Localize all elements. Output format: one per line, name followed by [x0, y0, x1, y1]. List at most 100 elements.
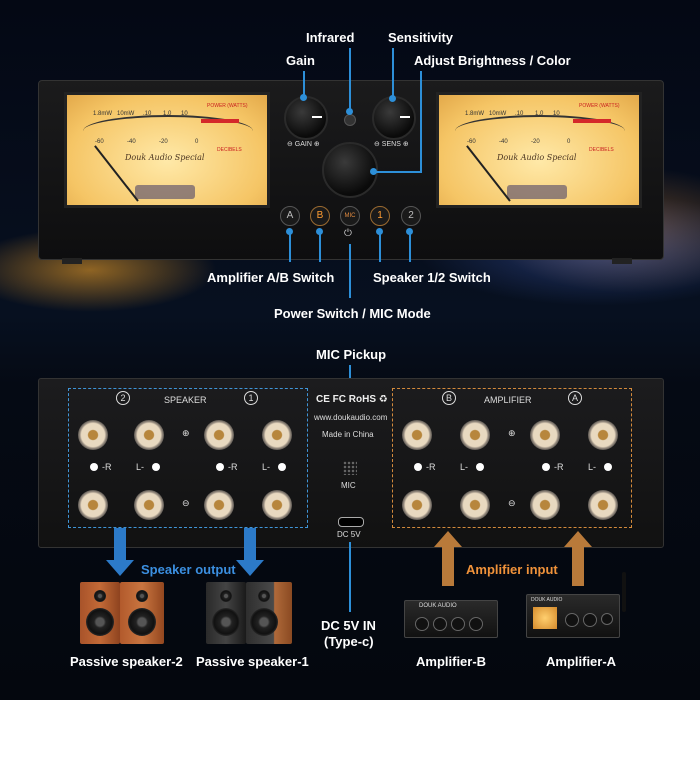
callout-amp-ab-switch: Amplifier A/B Switch: [207, 270, 335, 285]
ampb-r-minus-post[interactable]: [402, 490, 432, 520]
amplifier-a-antenna: [622, 572, 626, 612]
ampa-l-minus-post[interactable]: [588, 490, 618, 520]
ampb-r-dot: [414, 463, 422, 471]
front-foot-right: [612, 258, 632, 264]
label-amplifier-b: Amplifier-B: [416, 654, 487, 669]
amplifier-input-arrow-2-shaft: [572, 546, 584, 586]
callout-gain: Gain: [286, 53, 315, 68]
infrared-sensor: [344, 114, 356, 126]
callout-speaker-output: Speaker output: [141, 562, 236, 577]
callout-line-2: [409, 232, 411, 262]
front-foot-left: [62, 258, 82, 264]
amplifier-input-arrow-1-head: [434, 531, 462, 547]
speaker1-l-minus-post[interactable]: [262, 490, 292, 520]
speaker1-l-plus-post[interactable]: [262, 420, 292, 450]
amplifier-b-device: DOUK AUDIO: [404, 600, 498, 638]
speaker-output-arrow-1-head: [106, 560, 134, 576]
callout-line-sensitivity: [392, 48, 394, 98]
amp-minus-sign: ⊖: [508, 498, 516, 508]
ampa-r-minus-post[interactable]: [530, 490, 560, 520]
meter-scale-arc: [455, 115, 625, 147]
meter-label: .10: [143, 111, 152, 117]
meter-db-title: DECIBELS: [217, 147, 242, 153]
passive-speaker-2-right-tweeter: [136, 590, 148, 602]
callout-amplifier-input: Amplifier input: [466, 562, 558, 577]
ampb-r-plus-post[interactable]: [402, 420, 432, 450]
product-infographic: 1.8mW 10mW .10 1.0 10 POWER (WATTS) -60 …: [0, 0, 700, 700]
sensitivity-knob[interactable]: [372, 96, 416, 140]
amplifier-terminal-group: [392, 388, 632, 528]
amplifier-a-button[interactable]: A: [280, 206, 300, 226]
mic-button[interactable]: MIC: [340, 206, 360, 226]
passive-speaker-1-right-woofer: [250, 608, 278, 636]
dc-label: DC 5V: [337, 530, 361, 539]
speaker2-l-minus-post[interactable]: [134, 490, 164, 520]
website-url: www.doukaudio.com: [314, 413, 388, 422]
gain-knob[interactable]: [284, 96, 328, 140]
amplifier-b-button[interactable]: B: [310, 206, 330, 226]
meter-db-label: -60: [467, 139, 476, 145]
label-passive-speaker-1: Passive speaker-1: [196, 654, 309, 669]
callout-dot-1: [376, 228, 383, 235]
callout-line-brightness-h: [374, 171, 422, 173]
speaker1-r-minus-post[interactable]: [204, 490, 234, 520]
usb-c-port[interactable]: [338, 517, 364, 527]
speaker2-l-plus-post[interactable]: [134, 420, 164, 450]
callout-line-b: [319, 232, 321, 262]
callout-line-brightness-v: [420, 71, 422, 173]
made-in-label: Made in China: [322, 430, 374, 439]
amplifier-b-brand: DOUK AUDIO: [419, 603, 457, 609]
speaker-plus-sign: ⊕: [182, 428, 190, 438]
amplifier-a-knob: [565, 613, 579, 627]
meter-red-zone: [573, 119, 611, 123]
passive-speaker-2-right-woofer: [128, 608, 156, 636]
meter-label: 1.0: [535, 111, 544, 117]
callout-dc-type: (Type-c): [324, 634, 374, 649]
speaker-output-arrow-2-head: [236, 560, 264, 576]
speaker-1-button[interactable]: 1: [370, 206, 390, 226]
callout-sensitivity: Sensitivity: [388, 30, 454, 45]
brightness-color-knob[interactable]: [322, 142, 378, 198]
ampa-l-plus-post[interactable]: [588, 420, 618, 450]
meter-label: 1.0: [163, 111, 172, 117]
speaker1-r-label: -R: [228, 462, 238, 472]
meter-power-label: POWER (WATTS): [579, 103, 620, 109]
amplifier-a-knob: [601, 613, 613, 625]
callout-dot-brightness: [370, 168, 377, 175]
power-icon[interactable]: ⏻: [344, 228, 352, 239]
amplifier-b-knob: [433, 617, 447, 631]
amp-plus-sign: ⊕: [508, 428, 516, 438]
speaker1-r-plus-post[interactable]: [204, 420, 234, 450]
callout-line-infrared: [349, 48, 351, 112]
meter-tube-glow: [135, 185, 195, 199]
meter-label: .10: [515, 111, 524, 117]
callout-line-a: [289, 232, 291, 262]
meter-db-title: DECIBELS: [589, 147, 614, 153]
callout-dot-a: [286, 228, 293, 235]
callout-brightness: Adjust Brightness / Color: [414, 53, 571, 68]
ampb-l-label: L-: [460, 462, 469, 472]
speaker-minus-sign: ⊖: [182, 498, 190, 508]
speaker2-r-dot: [90, 463, 98, 471]
certification-marks: CE FC RoHS ♻: [316, 394, 388, 405]
callout-line-power: [349, 244, 351, 298]
speaker2-r-label: -R: [102, 462, 112, 472]
speaker1-l-dot: [278, 463, 286, 471]
meter-db-label: -40: [127, 139, 136, 145]
meter-label: 1.8mW: [465, 111, 485, 117]
amplifier-letter-a: A: [568, 391, 582, 405]
speaker-number-1: 1: [244, 391, 258, 405]
ampa-r-plus-post[interactable]: [530, 420, 560, 450]
speaker-2-button[interactable]: 2: [401, 206, 421, 226]
meter-label: 10: [553, 111, 560, 117]
ampa-r-label: -R: [554, 462, 564, 472]
amplifier-a-knob: [583, 613, 597, 627]
ampb-l-minus-post[interactable]: [460, 490, 490, 520]
label-amplifier-a: Amplifier-A: [546, 654, 617, 669]
speaker2-r-plus-post[interactable]: [78, 420, 108, 450]
ampb-r-label: -R: [426, 462, 436, 472]
ampb-l-plus-post[interactable]: [460, 420, 490, 450]
speaker2-r-minus-post[interactable]: [78, 490, 108, 520]
passive-speaker-1-left-tweeter: [220, 590, 232, 602]
callout-dot-b: [316, 228, 323, 235]
